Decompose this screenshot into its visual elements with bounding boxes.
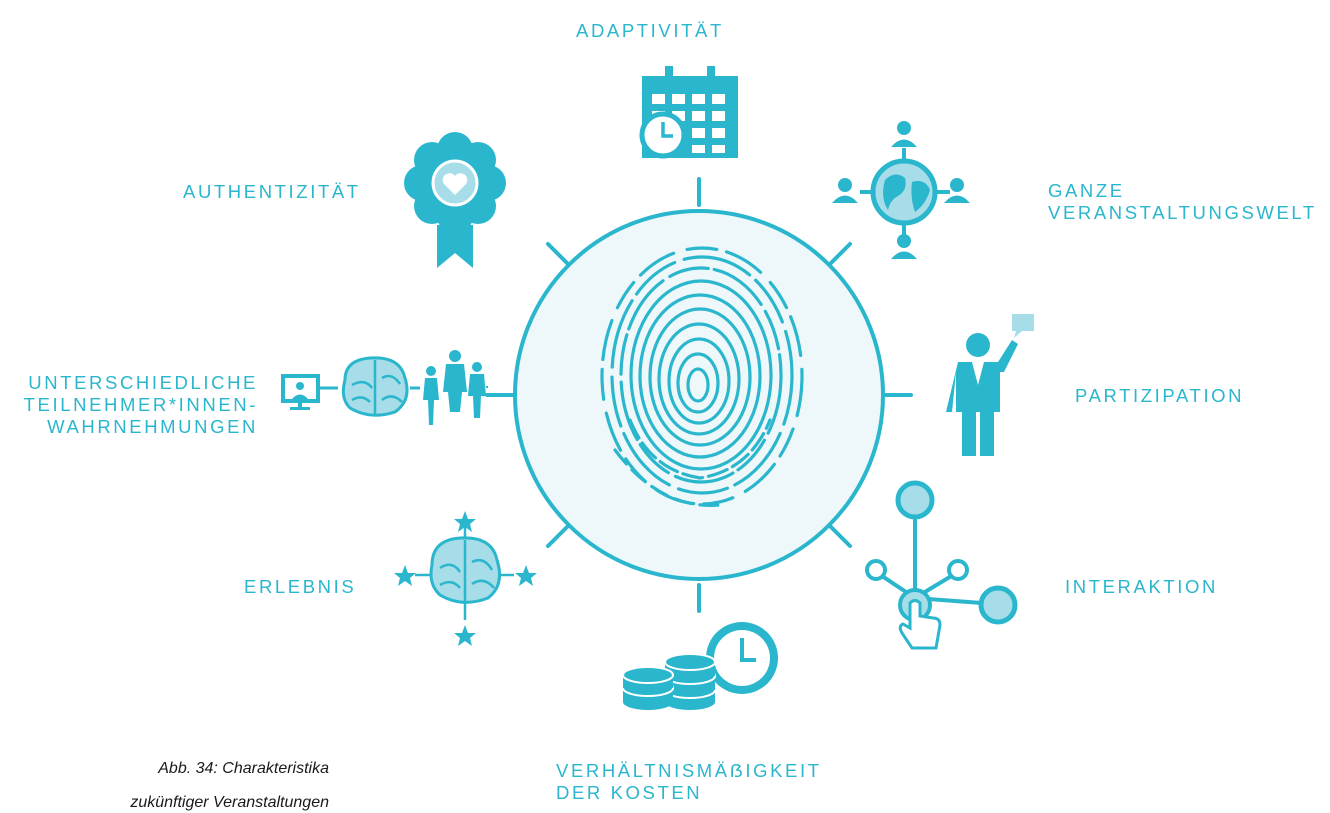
label-interaktion: INTERAKTION xyxy=(1065,576,1218,597)
spokes xyxy=(485,177,913,613)
globe-people-network-icon xyxy=(832,121,970,259)
brain-stars-icon xyxy=(394,511,537,646)
label-partizipation: PARTIZIPATION xyxy=(1075,385,1245,406)
calendar-clock-icon xyxy=(639,66,738,159)
label-authentizitaet: AUTHENTIZITÄT xyxy=(183,181,361,202)
fingerprint-icon xyxy=(600,246,804,507)
screen-brain-people-icon xyxy=(281,350,488,425)
label-verhaeltnismaessigkeit-kosten: VERHÄLTNISMÄẞIGKEIT DER KOSTEN xyxy=(556,760,822,803)
award-rosette-heart-icon xyxy=(404,132,506,268)
coins-clock-icon xyxy=(622,622,778,710)
label-adaptivitaet: ADAPTIVITÄT xyxy=(576,20,724,41)
center-circle xyxy=(513,209,885,581)
label-erlebnis: ERLEBNIS xyxy=(244,576,357,597)
caption-line-2: zukünftiger Veranstaltungen xyxy=(130,794,329,811)
caption-line-1: Abb. 34: Charakteristika xyxy=(158,760,329,777)
label-ganze-veranstaltungswelt: GANZE VERANSTALTUNGSWELT xyxy=(1048,180,1317,223)
speaking-person-icon xyxy=(946,314,1034,456)
touch-network-icon xyxy=(865,480,1018,650)
label-unterschiedliche-wahrnehmungen: UNTERSCHIEDLICHE TEILNEHMER*INNEN- WAHRN… xyxy=(23,372,258,437)
